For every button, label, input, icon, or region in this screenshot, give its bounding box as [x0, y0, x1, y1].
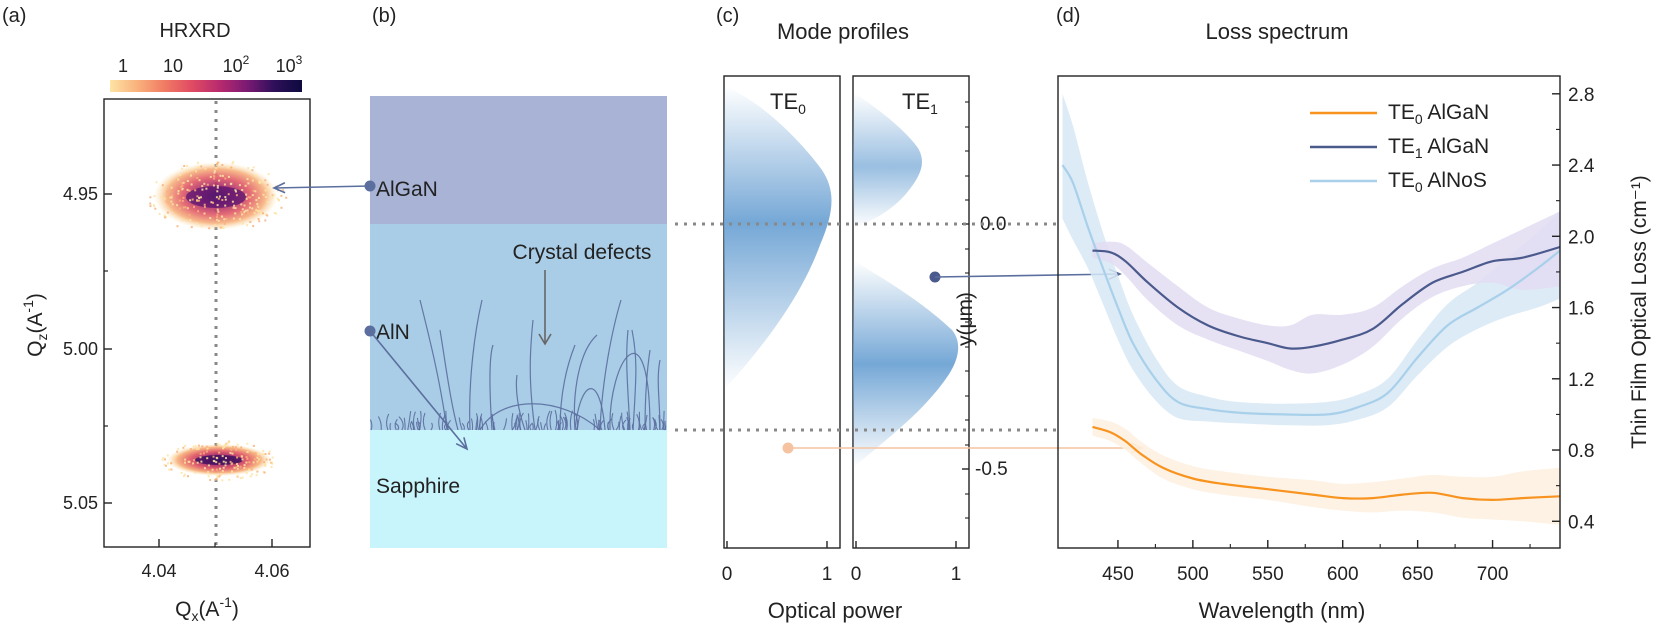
algan-layer: [370, 96, 667, 224]
loss-ytick-0: 0.4: [1568, 512, 1595, 533]
panel-c-label: (c): [716, 5, 739, 27]
panel-a-label: (a): [2, 5, 26, 27]
panel-c: (c) Mode profiles TE0 0 1 TE1 0 1: [675, 5, 1144, 623]
mode-te1-xtick-1: 1: [951, 564, 962, 585]
loss-xtick-4: 650: [1402, 564, 1434, 585]
colorbar-tick-0: 1: [118, 56, 128, 76]
mode-te0-axes: TE0 0 1: [722, 75, 841, 585]
xtick-a-0: 4.04: [141, 561, 176, 581]
crystal-defects: [369, 299, 667, 431]
mode-te1-lower-lobe: [853, 260, 959, 468]
loss-xtick-0: 450: [1102, 564, 1134, 585]
loss-ytick-4: 2.0: [1568, 227, 1594, 248]
colorbar-tick-3: 103: [276, 53, 303, 76]
line-te1-algan: [1092, 245, 1561, 350]
aln-callout-arrow: [364, 325, 469, 451]
loss-xtick-2: 550: [1252, 564, 1284, 585]
loss-ytick-3: 1.6: [1568, 299, 1594, 320]
loss-ytick-1: 0.8: [1568, 441, 1594, 462]
panel-c-ytick-0: 0.0: [980, 214, 1006, 235]
loss-legend: TE0 AlGaN TE1 AlGaN TE0 AlNoS: [1310, 101, 1489, 195]
line-te0-alnos: [1061, 164, 1561, 417]
mode-te1-yticks: [962, 101, 969, 519]
loss-plot-frame: [1057, 75, 1561, 549]
line-te0-algan: [1092, 425, 1561, 502]
colorbar-title: HRXRD: [159, 20, 230, 42]
loss-xticks: 450 500 550 600 650 700: [1102, 540, 1531, 585]
band-te1-algan: [1092, 211, 1560, 374]
panel-a-xlabel: Qx(A-1): [175, 594, 239, 624]
aln-layer: [370, 224, 667, 430]
panel-c-title: Mode profiles: [777, 19, 909, 44]
crystal-defects-label: Crystal defects: [513, 241, 652, 264]
mode-te1-xtick-0: 0: [851, 564, 862, 585]
layer-label-aln: AlN: [376, 321, 410, 344]
panel-a-xticks: 4.04 4.06: [141, 539, 290, 581]
mode-te0-label: TE0: [770, 89, 806, 117]
mode-te0-xtick-1: 1: [822, 564, 833, 585]
panel-d-label: (d): [1056, 5, 1080, 27]
crystal-defects-arrowhead: [538, 333, 552, 346]
algan-callout-arrow: [272, 180, 376, 194]
colorbar-ticks: 1 10 102 103: [118, 53, 303, 76]
loss-uncertainty-bands: [1062, 93, 1560, 525]
loss-xlabel: Wavelength (nm): [1199, 598, 1366, 623]
layer-label-algan: AlGaN: [376, 178, 438, 201]
ytick-a-0: 4.95: [63, 184, 98, 204]
hrxrd-map-frame: [103, 98, 311, 548]
legend-entry-2: TE0 AlNoS: [1388, 169, 1487, 195]
panel-d: (d) Loss spectrum 450 500 550 600 650 700 0.4…: [1056, 5, 1651, 623]
loss-series-lines: [1061, 164, 1561, 502]
loss-ylabel: Thin Film Optical Loss (cm⁻¹): [1628, 175, 1651, 449]
colorbar-tick-1: 10: [163, 56, 183, 76]
panel-b: (b) AlGaN AlN Sapphire Crystal defects: [272, 5, 667, 548]
panel-a-ylabel: Qz(A-1): [20, 293, 50, 357]
loss-xtick-3: 600: [1327, 564, 1359, 585]
loss-ytick-2: 1.2: [1568, 370, 1594, 391]
colorbar: [110, 80, 302, 92]
loss-ytick-6: 2.8: [1568, 85, 1594, 106]
panel-a-yticks: 4.95 5.00 5.05: [63, 184, 112, 513]
mode-te1-label: TE1: [902, 89, 938, 117]
legend-entry-0: TE0 AlGaN: [1388, 101, 1489, 127]
panel-c-ylabel: y(μm): [954, 292, 977, 346]
panel-a: (a) HRXRD 1 10 102 103 4.95 5.00 5.05: [2, 5, 311, 624]
mode-te1-upper-lobe: [853, 92, 922, 228]
layer-label-sapphire: Sapphire: [376, 475, 460, 498]
band-te0-algan: [1092, 418, 1560, 525]
mode-te0-profile: [724, 86, 832, 390]
colorbar-tick-2: 102: [223, 53, 250, 76]
panel-c-ytick-1: -0.5: [975, 459, 1008, 480]
loss-xtick-1: 500: [1177, 564, 1209, 585]
ytick-a-2: 5.05: [63, 493, 98, 513]
loss-yticks: 0.4 0.8 1.2 1.6 2.0 2.4 2.8: [1552, 85, 1595, 533]
sapphire-layer: [370, 430, 667, 548]
mode-te0-xtick-0: 0: [722, 564, 733, 585]
band-te0-alnos: [1062, 93, 1560, 426]
xtick-a-1: 4.06: [254, 561, 289, 581]
te1-to-loss-arrow: [929, 268, 1122, 283]
panel-c-xlabel: Optical power: [768, 598, 903, 623]
mode-te1-axes: TE1 0 1: [851, 75, 970, 585]
panel-b-label: (b): [372, 5, 396, 27]
panel-d-title: Loss spectrum: [1205, 19, 1348, 44]
legend-entry-1: TE1 AlGaN: [1388, 135, 1489, 161]
ytick-a-1: 5.00: [63, 339, 98, 359]
te0-to-loss-arrow: [782, 442, 1144, 454]
loss-ytick-5: 2.4: [1568, 156, 1595, 177]
loss-xtick-5: 700: [1477, 564, 1509, 585]
diffraction-speckles: [149, 161, 288, 482]
